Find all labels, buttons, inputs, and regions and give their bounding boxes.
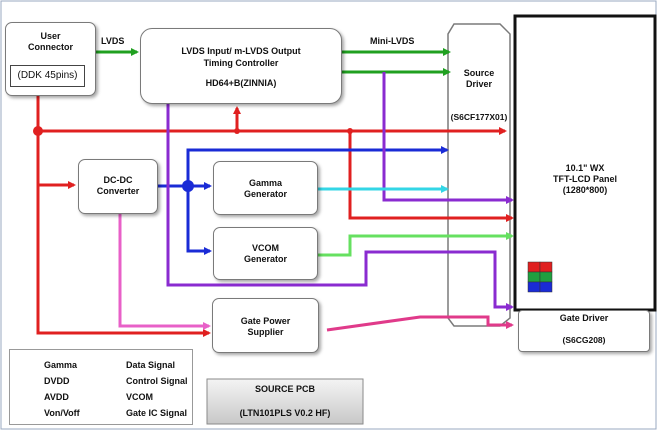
legend-item-label: VCOM [126,392,153,402]
gamma-generator-block [213,161,318,215]
source-driver-l2: Driver [465,79,492,89]
lcd-panel-l1: 10.1" WX [565,163,605,173]
source-driver-l1: Source [463,68,495,78]
legend-item-label: DVDD [44,376,70,386]
dvdd-junction-2 [234,128,240,134]
timing-controller-l3: HD64+B(ZINNIA) [205,78,277,88]
gamma-l1: Gamma [248,178,283,188]
source-driver-l3: (S6CF177X01) [450,112,508,122]
von-voff-line [118,214,211,330]
legend-box [9,349,193,425]
gamma-l2: Generator [243,189,287,199]
legend-item-label: Von/Voff [44,408,80,418]
legend-item-label: Data Signal [126,360,176,370]
dcdc-l2: Converter [96,186,140,196]
lcd-panel-block [513,14,657,312]
gate-driver-block [518,310,650,352]
vcom-l1: VCOM [252,243,279,253]
lcd-panel-l3: (1280*800) [562,185,608,195]
user-connector-sub: (DDK 45pins) [10,65,85,87]
vcom-generator-block [213,227,318,280]
source-pcb-l1: SOURCE PCB [254,384,315,394]
dcdc-converter-block [78,159,158,214]
gate-power-l1: Gate Power [240,316,291,326]
legend-item-label: Gamma [44,360,78,370]
legend-item-label: Control Signal [126,376,188,386]
lcd-panel-l2: TFT-LCD Panel [552,174,617,184]
source-pcb-label-box [206,378,364,425]
vcom-l2: Generator [243,254,287,264]
mini-lvds-label: Mini-LVDS [370,36,415,46]
rgb-pixel-icon [527,261,553,293]
source-pcb-l2: (LTN101PLS V0.2 HF) [239,408,331,418]
gate-power-supplier-block [212,298,319,353]
user-connector-title-l1: User [40,31,61,41]
timing-controller-block [140,28,342,104]
user-connector-title-l2: Connector [28,42,73,52]
lvds-label: LVDS [101,36,125,46]
vcom-line [318,232,514,257]
timing-controller-l1: LVDS Input/ m-LVDS Output [181,46,301,56]
gate-power-l2: Supplier [247,327,284,337]
dcdc-l1: DC-DC [103,175,133,185]
dvdd-junction [33,126,43,136]
gate-driver-l2: (S6CG208) [562,335,606,345]
gate-driver-l1: Gate Driver [559,313,609,323]
legend-item-label: Gate IC Signal [126,408,188,418]
timing-controller-l2: Timing Controller [203,58,279,68]
gate-ic-signal-line [326,315,514,332]
control-signal-lines [166,72,514,311]
legend-item-label: AVDD [44,392,69,402]
dvdd-junction-3 [347,128,353,134]
avdd-junction [182,180,194,192]
